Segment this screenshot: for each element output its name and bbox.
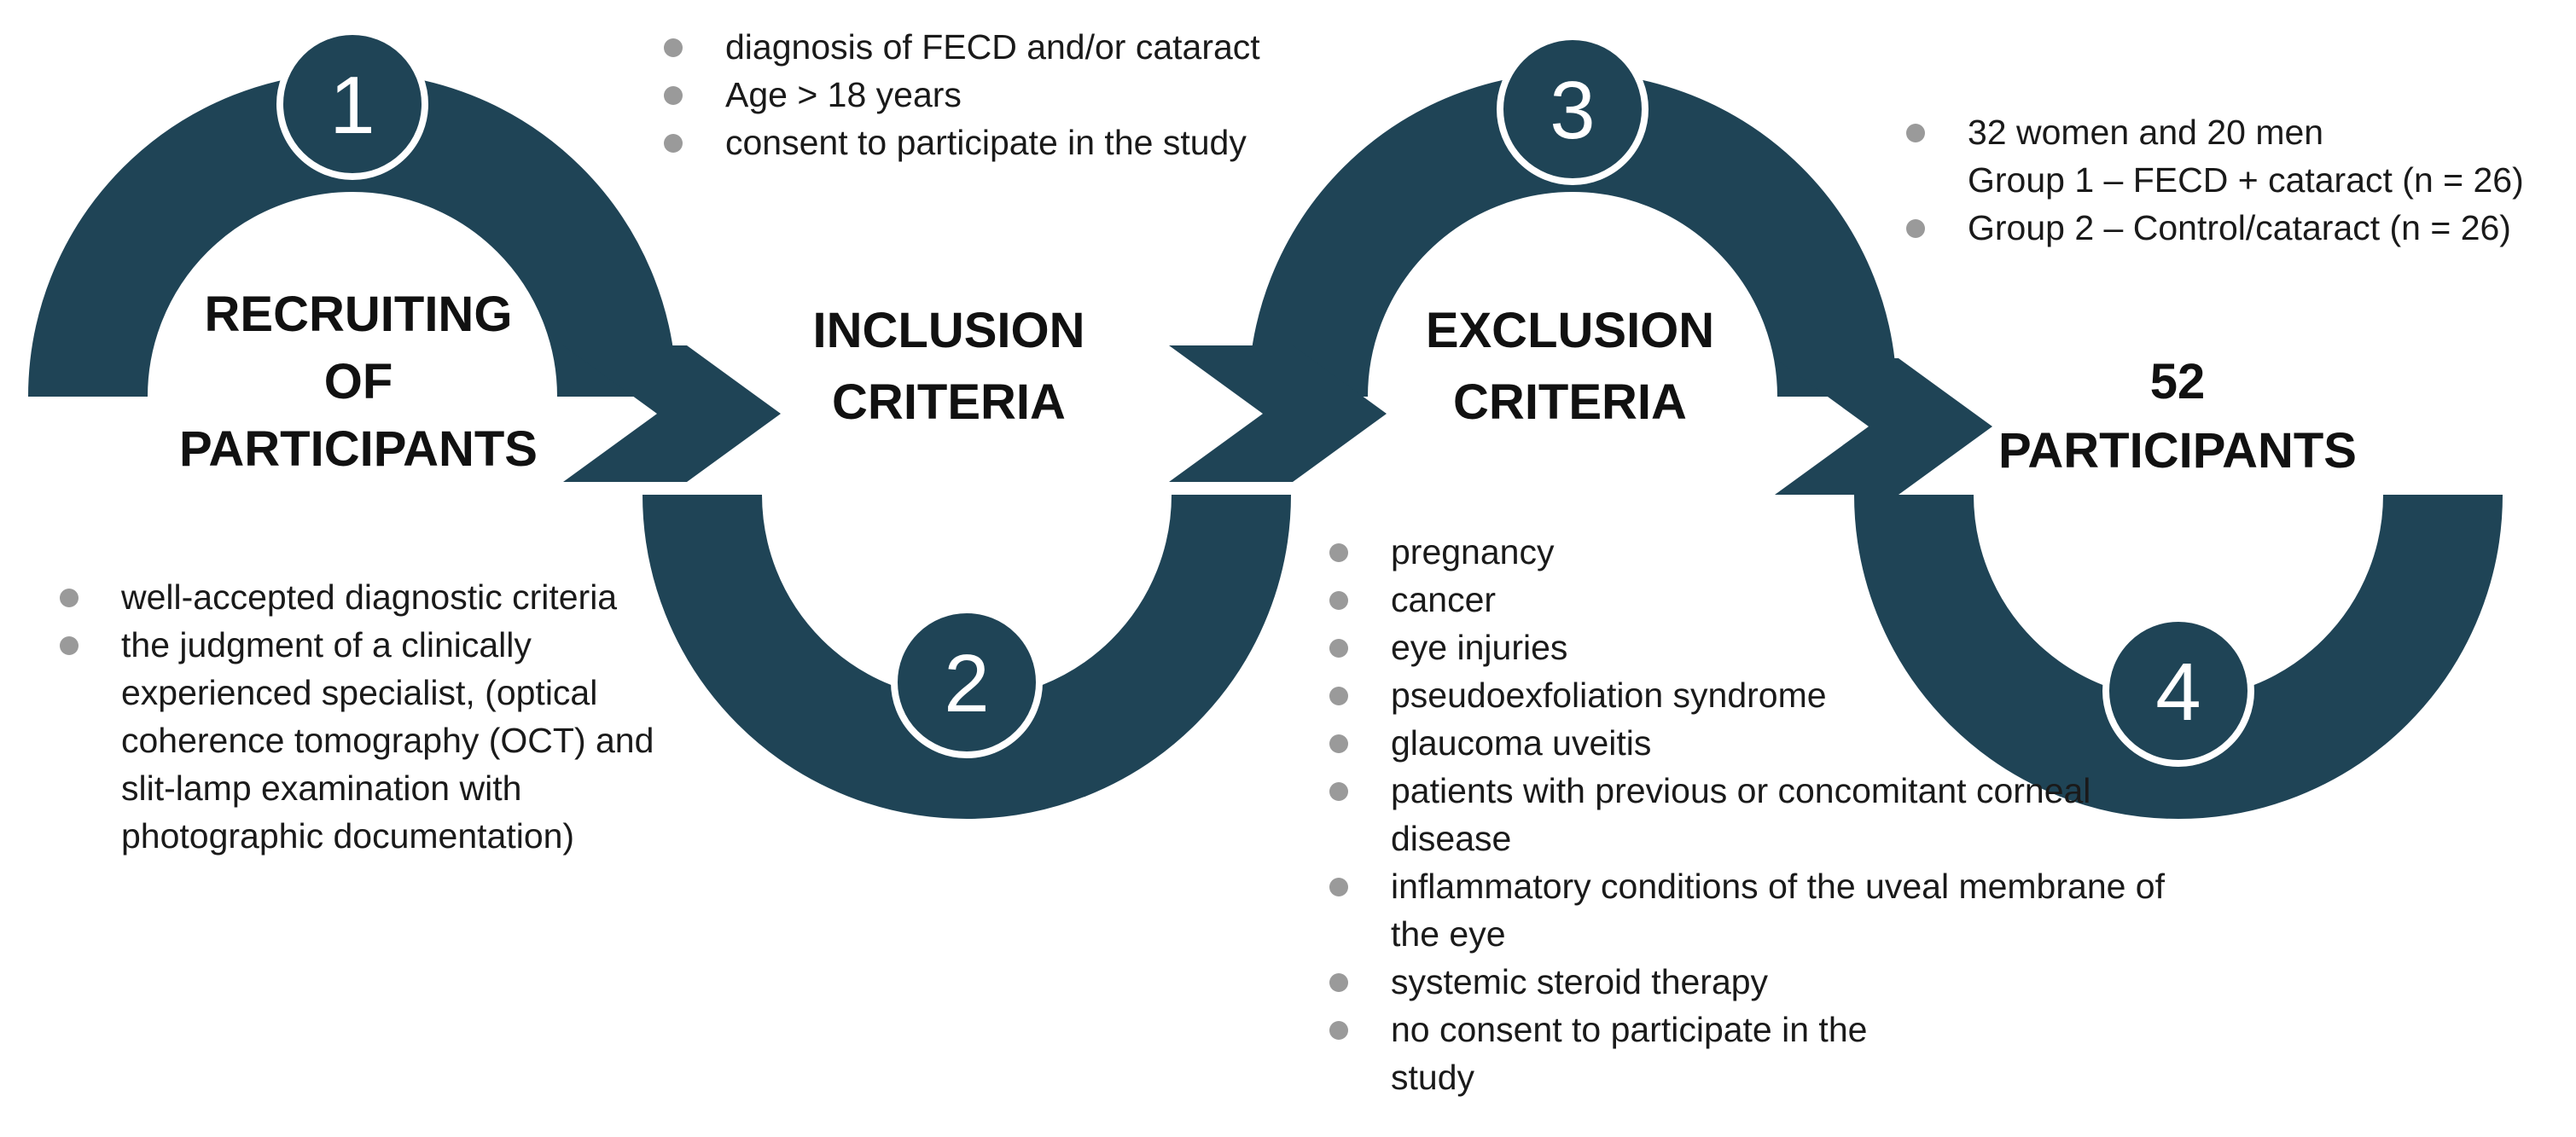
list-item: patients with previous or concomitant co… (1321, 767, 2191, 862)
bullet-icon (664, 38, 683, 57)
bullet-icon (1906, 219, 1925, 238)
bullet-icon (664, 86, 683, 105)
bullet-icon (1329, 782, 1348, 801)
bullet-icon (60, 636, 79, 655)
stage-number: 2 (944, 638, 989, 729)
stage-title-exclusion: EXCLUSION (1426, 303, 1714, 358)
group-1-detail: Group 1 – FECD + cataract (n = 26) (1968, 160, 2524, 200)
bullet-icon (1329, 687, 1348, 705)
stage-title-participants: PARTICIPANTS (1998, 423, 2357, 479)
list-item: diagnosis of FECD and/or cataract (655, 23, 1355, 71)
stage-title-participants: 52 (2150, 354, 2206, 409)
stage-number: 1 (329, 60, 375, 151)
bullet-icon (1329, 543, 1348, 562)
bullet-icon (1906, 124, 1925, 142)
list-item: glaucoma uveitis (1321, 719, 2191, 767)
stage-title-recruiting: PARTICIPANTS (179, 421, 538, 477)
arc-inclusion (643, 494, 1291, 819)
list-item: pseudoexfoliation syndrome (1321, 671, 2191, 719)
list-item: systemic steroid therapy (1321, 958, 2191, 1006)
stage-number: 4 (2155, 647, 2201, 738)
stage-title-exclusion: CRITERIA (1453, 374, 1687, 430)
bullet-icon (1329, 639, 1348, 658)
list-item: cancer (1321, 576, 2191, 624)
bullet-icon (1329, 973, 1348, 992)
list-item: inflammatory conditions of the uveal mem… (1321, 862, 2191, 958)
recruiting-notes-list: well-accepted diagnostic criteria the ju… (51, 573, 700, 860)
stage-badge-3: 3 (1497, 33, 1649, 185)
stage-title-recruiting: RECRUITING (205, 287, 513, 342)
stage-badge-4: 4 (2102, 615, 2254, 767)
bullet-icon (1329, 591, 1348, 610)
list-item: well-accepted diagnostic criteria (51, 573, 700, 621)
list-item: eye injuries (1321, 624, 2191, 671)
bullet-icon (1329, 734, 1348, 753)
list-item: no consent to participate in the study (1321, 1006, 1869, 1101)
list-item: pregnancy (1321, 528, 2191, 576)
stage-badge-1: 1 (276, 28, 428, 180)
stage-badge-2: 2 (891, 606, 1043, 758)
stage-title-recruiting: OF (324, 354, 393, 409)
chevron-arrow-1 (563, 345, 781, 482)
stage-title-inclusion: INCLUSION (813, 303, 1085, 358)
bullet-icon (664, 134, 683, 153)
bullet-icon (60, 589, 79, 607)
stage-number: 3 (1550, 65, 1595, 156)
bullet-icon (1329, 1021, 1348, 1040)
chevron-arrow-2 (1169, 345, 1387, 482)
chevron-arrow-3 (1775, 358, 1992, 495)
list-item: consent to participate in the study (655, 119, 1355, 166)
list-item: the judgment of a clinically experienced… (51, 621, 700, 860)
bullet-icon (1329, 878, 1348, 896)
exclusion-criteria-list: pregnancy cancer eye injuries pseudoexfo… (1321, 528, 2191, 1101)
list-item: Group 2 – Control/cataract (n = 26) (1898, 204, 2572, 252)
stage-title-inclusion: CRITERIA (832, 374, 1066, 430)
list-item: Age > 18 years (655, 71, 1355, 119)
inclusion-criteria-list: diagnosis of FECD and/or cataract Age > … (655, 23, 1355, 166)
